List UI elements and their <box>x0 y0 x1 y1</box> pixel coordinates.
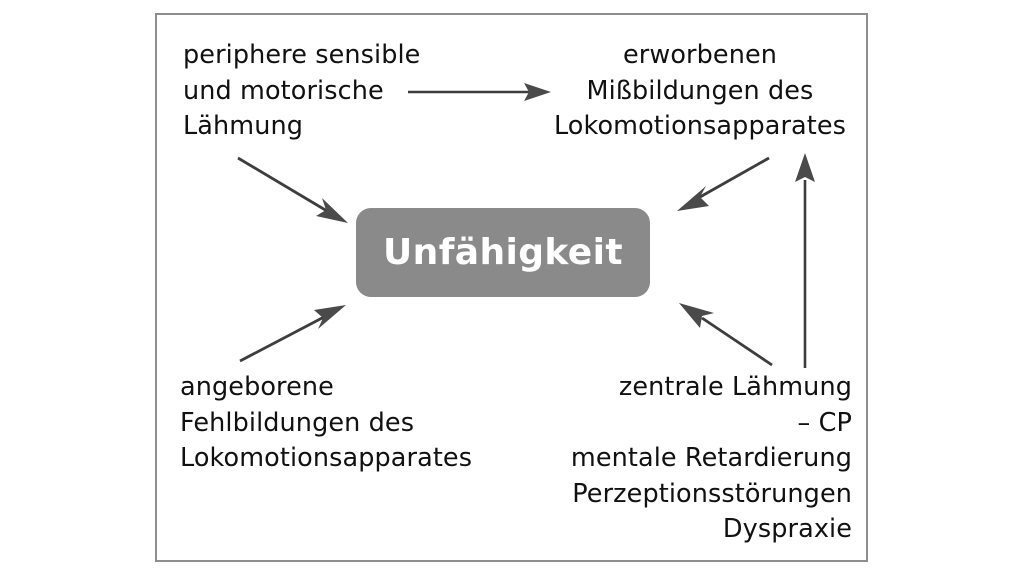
center-node-unfaehigkeit: Unfähigkeit <box>356 208 650 297</box>
node-central-paralysis: zentrale Lähmung – CP mentale Retardieru… <box>570 372 852 544</box>
node-congenital-malformations: angeborene Fehlbildungen des Lokomotions… <box>180 372 473 473</box>
center-node-label: Unfähigkeit <box>383 231 623 273</box>
node-acquired-deformities: erworbenen Mißbildungen des Lokomotionsa… <box>553 40 847 141</box>
node-peripheral-paralysis: periphere sensible und motorische Lähmun… <box>183 40 421 141</box>
